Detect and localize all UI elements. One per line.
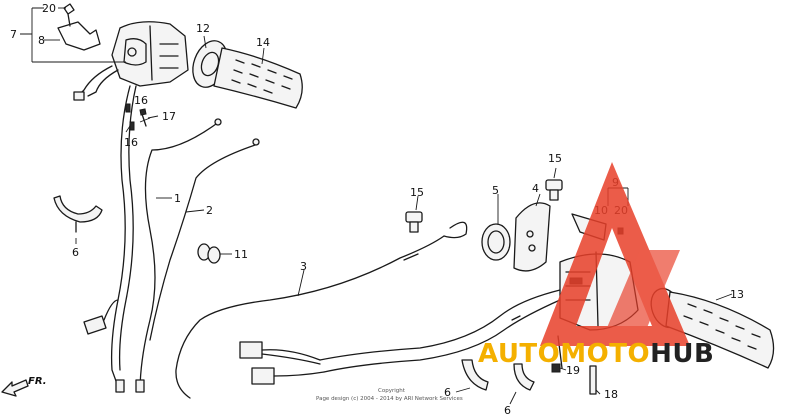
watermark-part1: AUTOMOTO (478, 339, 650, 369)
wire-clamp-mid (461, 359, 489, 391)
watermark-logo (540, 162, 690, 346)
front-direction-indicator: FR. (1, 376, 47, 397)
callout-16b: 16 (124, 136, 138, 149)
callout-15b: 15 (548, 152, 562, 165)
cable-guide-11 (197, 243, 221, 264)
connectors-harness (239, 341, 325, 385)
copyright-text: Copyright (378, 388, 406, 394)
callout-18: 18 (604, 388, 618, 401)
cable-2 (139, 123, 217, 393)
callout-6b: 6 (444, 386, 451, 399)
cable-3 (175, 235, 445, 399)
footer-note: Page design (c) 2004 - 2014 by ARI Netwo… (316, 396, 463, 402)
callout-8: 8 (38, 34, 45, 47)
callout-3: 3 (300, 260, 307, 273)
bolt-18 (589, 365, 597, 395)
callout-19: 19 (566, 364, 580, 377)
callout-6c: 6 (504, 404, 511, 417)
cap-15-a (405, 211, 423, 233)
ring-5 (481, 223, 511, 261)
cap-15-b (545, 179, 563, 201)
front-label: FR. (28, 376, 47, 387)
callout-7: 7 (10, 28, 17, 41)
grip-rubber (213, 47, 303, 109)
callout-11: 11 (234, 248, 248, 261)
watermark-text: AUTOMOTOHUB (478, 339, 714, 369)
wire-clamp-right (513, 363, 535, 391)
callout-20a: 20 (42, 2, 56, 15)
callout-6a: 6 (72, 246, 79, 259)
watermark-part2: HUB (650, 339, 714, 369)
callout-2: 2 (206, 204, 213, 217)
callout-16a: 16 (134, 94, 148, 107)
switch-bracket (57, 3, 101, 51)
callout-17: 17 (162, 110, 176, 123)
wire-clamp-left (53, 195, 103, 223)
callout-12: 12 (196, 22, 210, 35)
callout-1: 1 (174, 192, 181, 205)
callout-4: 4 (532, 182, 539, 195)
cable-1 (110, 85, 131, 393)
callout-14: 14 (256, 36, 270, 49)
callout-5: 5 (492, 184, 499, 197)
callout-15a: 15 (410, 186, 424, 199)
left-switch-housing (111, 21, 189, 87)
callout-13: 13 (730, 288, 744, 301)
screws-16-17 (125, 103, 147, 131)
